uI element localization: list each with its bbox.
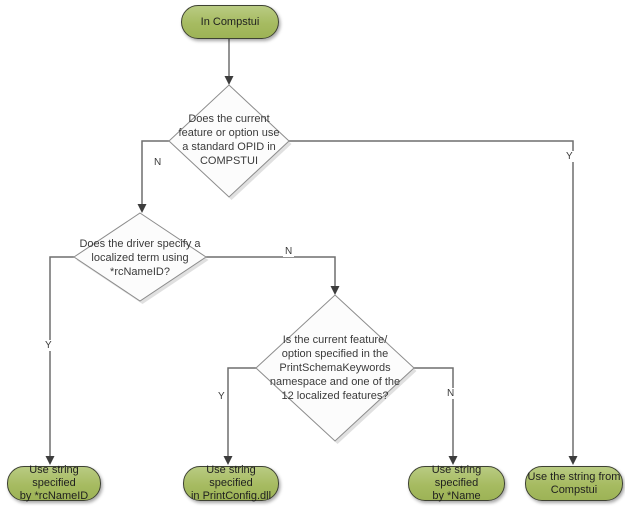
result-printconfig-node: Use string specified in PrintConfig.dll xyxy=(183,464,279,502)
edge-opid-no xyxy=(141,140,169,204)
result-compstui-node: Use the string from Compstui xyxy=(525,466,623,501)
edge-label-printschema-no: N xyxy=(445,388,457,399)
edge-label-rcnameid-yes: Y xyxy=(43,340,54,351)
arrowheads xyxy=(45,76,578,465)
decision-rcnameid-diamond xyxy=(73,212,207,302)
edge-label-opid-yes: Y xyxy=(564,151,575,162)
start-node: In Compstui xyxy=(181,5,279,39)
result-rcnameid-node: Use string specified by *rcNameID xyxy=(7,464,101,502)
result-name-node: Use string specified by *Name xyxy=(408,464,505,502)
edge-rcnameid-no xyxy=(206,256,336,286)
connectors xyxy=(49,37,574,456)
edge-opid-yes xyxy=(289,140,574,456)
edge-printschema-no xyxy=(414,367,454,456)
edge-printschema-yes xyxy=(227,367,256,456)
decision-rcnameid-label: Does the driver specify a localized term… xyxy=(79,238,201,278)
decision-printschema-diamond xyxy=(255,294,415,442)
decision-printschema-label: Is the current feature/ option specified… xyxy=(269,334,401,402)
edge-label-opid-no: N xyxy=(152,157,164,168)
decision-opid-label: Does the current feature or option use a… xyxy=(178,113,280,167)
edge-label-rcnameid-no: N xyxy=(283,246,295,257)
decision-shapes xyxy=(73,84,415,442)
edge-label-printschema-yes: Y xyxy=(216,391,227,402)
decision-opid-diamond xyxy=(168,84,290,198)
edge-rcnameid-yes xyxy=(49,256,74,456)
